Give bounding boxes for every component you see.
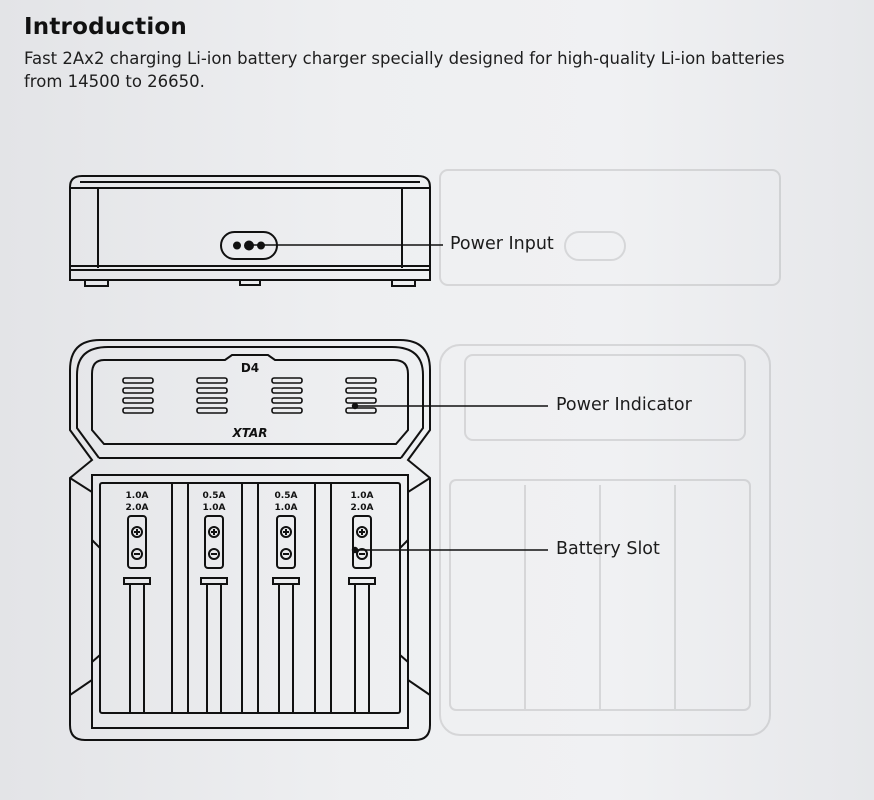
brand-logo: XTAR xyxy=(231,426,267,440)
battery-slot-4 xyxy=(348,515,376,712)
charger-top-view xyxy=(69,339,548,741)
callout-power-indicator: Power Indicator xyxy=(556,395,692,415)
slot-2-current-bottom: 1.0A xyxy=(203,503,226,513)
battery-slot-1 xyxy=(123,515,151,712)
slot-2-current-top: 0.5A xyxy=(203,491,226,501)
slot-3-current-bottom: 1.0A xyxy=(275,503,298,513)
callout-battery-slot: Battery Slot xyxy=(556,539,660,559)
section-description: Fast 2Ax2 charging Li-ion battery charge… xyxy=(24,49,785,91)
slot-3-current-top: 0.5A xyxy=(275,491,298,501)
model-label: D4 xyxy=(241,361,259,375)
slot-4-current-top: 1.0A xyxy=(351,491,374,501)
battery-slot-2 xyxy=(200,515,228,712)
slot-1-current-bottom: 2.0A xyxy=(126,503,149,513)
slot-1-current-top: 1.0A xyxy=(126,491,149,501)
charger-rear-view xyxy=(69,175,443,287)
callout-power-input: Power Input xyxy=(450,234,554,254)
section-title: Introduction xyxy=(24,14,187,40)
slot-4-current-bottom: 2.0A xyxy=(351,503,374,513)
battery-slot-3 xyxy=(272,515,300,712)
